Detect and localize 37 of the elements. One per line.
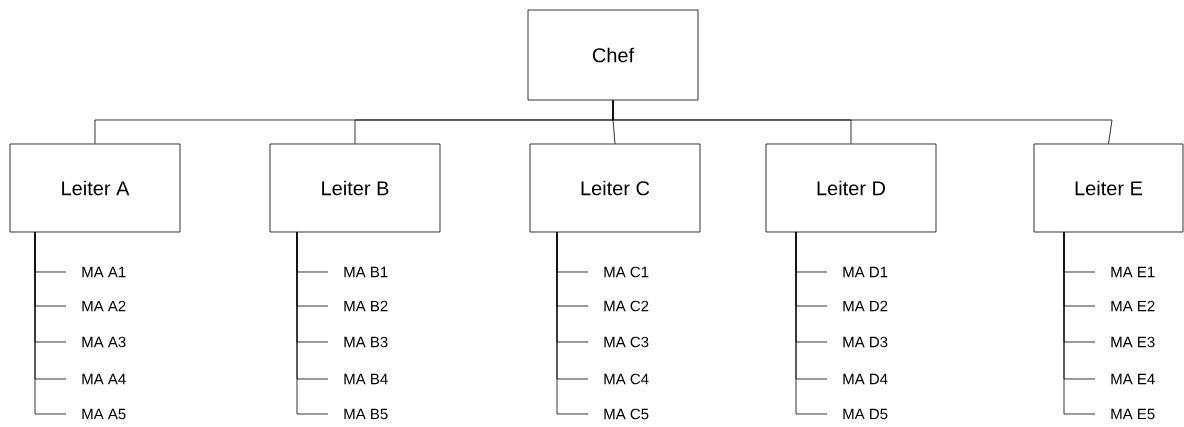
chief-box: Chef xyxy=(527,9,699,101)
employee-label: MA B2 xyxy=(344,300,388,312)
employee-label: MA C3 xyxy=(604,336,649,348)
manager-box: Leiter D xyxy=(765,143,937,233)
connector-line xyxy=(795,231,828,415)
manager-box: Leiter A xyxy=(9,143,181,233)
employee-label: MA D5 xyxy=(843,408,888,420)
employee-label: MA B3 xyxy=(344,336,388,348)
employee-label: MA D1 xyxy=(843,266,888,278)
employee-label: MA D2 xyxy=(843,300,888,312)
employee-label: MA A2 xyxy=(82,300,126,312)
employee-label: MA E3 xyxy=(1111,336,1155,348)
employee-label: MA B1 xyxy=(344,266,388,278)
connector-line xyxy=(296,231,329,415)
employee-label: MA D3 xyxy=(843,336,888,348)
employee-label: MA D4 xyxy=(843,373,888,385)
employee-label: MA E4 xyxy=(1111,373,1155,385)
employee-label: MA C1 xyxy=(604,266,649,278)
employee-label: MA A5 xyxy=(82,408,126,420)
employee-label: MA C4 xyxy=(604,373,649,385)
employee-label: MA E5 xyxy=(1111,408,1155,420)
manager-box: Leiter B xyxy=(269,143,441,233)
employee-label: MA B5 xyxy=(344,408,388,420)
connector-line xyxy=(1063,231,1096,415)
employee-label: MA C5 xyxy=(604,408,649,420)
employee-label: MA E2 xyxy=(1111,300,1155,312)
employee-label: MA C2 xyxy=(604,300,649,312)
connector-line xyxy=(612,100,1113,144)
employee-label: MA E1 xyxy=(1111,266,1155,278)
employee-label: MA A3 xyxy=(82,336,126,348)
connector-line xyxy=(34,231,67,415)
employee-label: MA A1 xyxy=(82,266,126,278)
employee-label: MA A4 xyxy=(82,373,126,385)
manager-box: Leiter E xyxy=(1033,143,1184,233)
employee-label: MA B4 xyxy=(344,373,388,385)
manager-box: Leiter C xyxy=(529,143,701,233)
connector-line xyxy=(556,231,589,415)
